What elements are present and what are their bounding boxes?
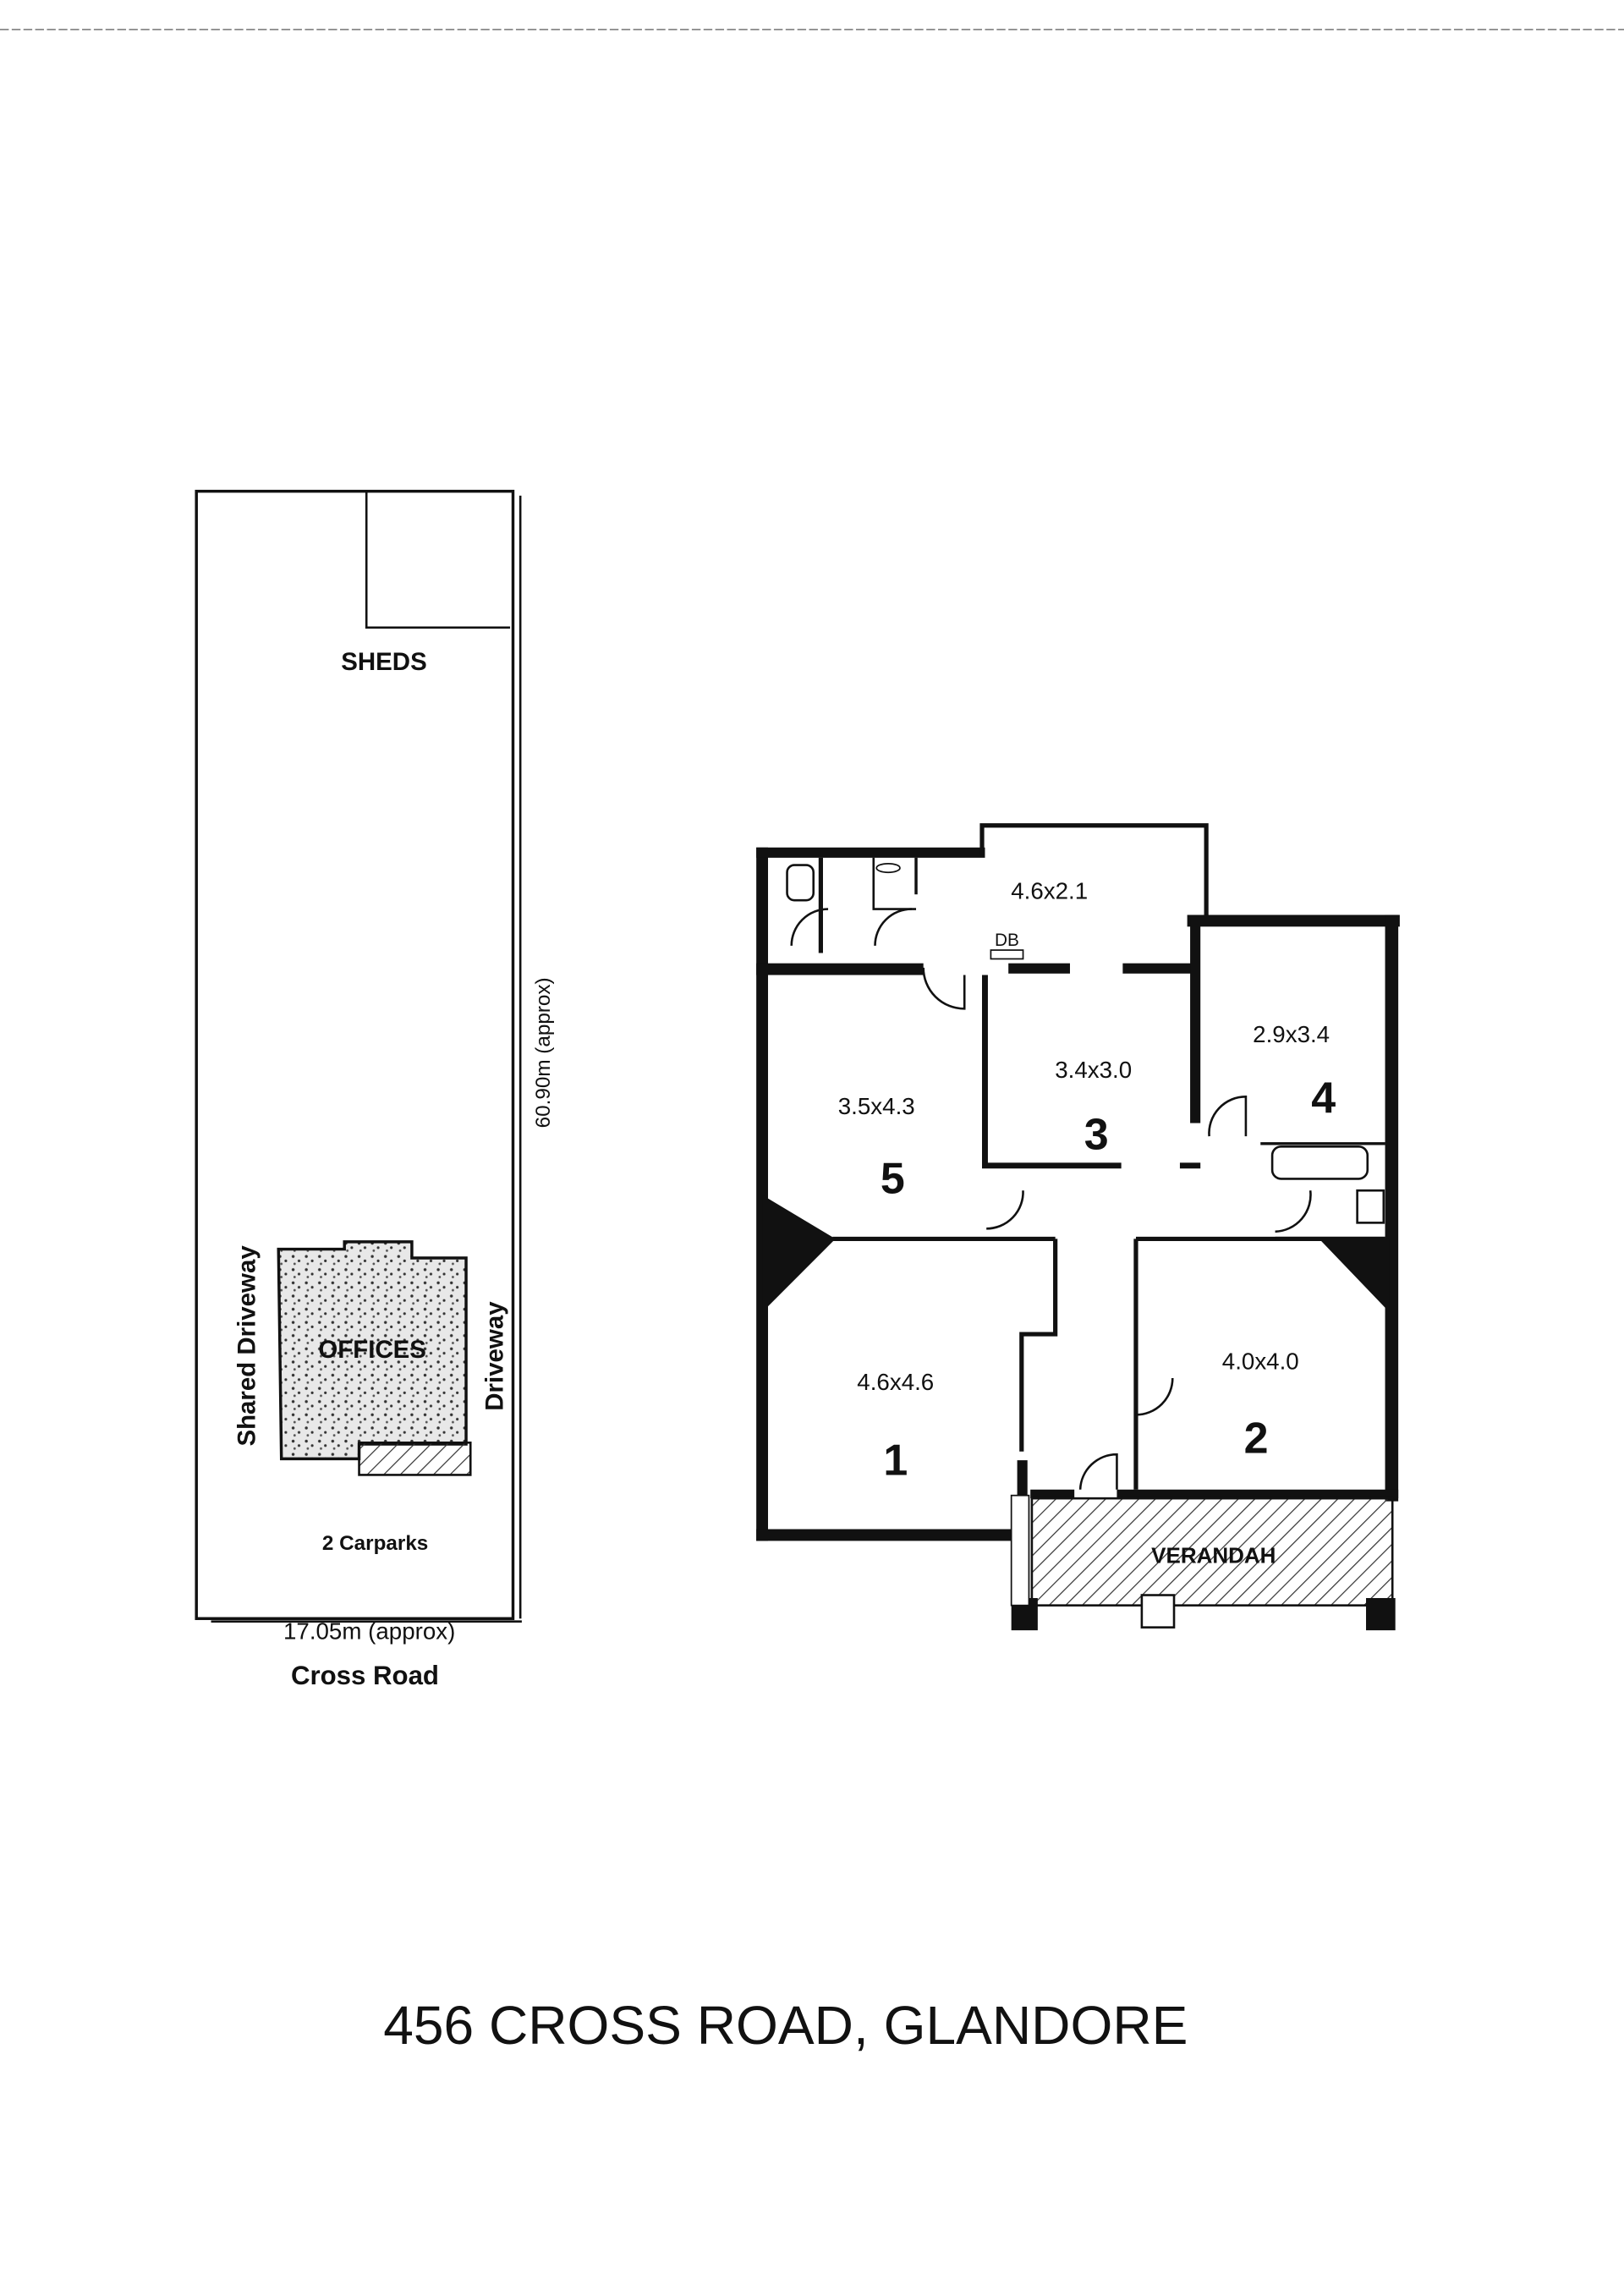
room-2-number: 2 — [1244, 1414, 1269, 1463]
carparks-label: 2 Carparks — [322, 1532, 428, 1555]
wall-south-room1 — [756, 1529, 1023, 1541]
fireplace — [1319, 1239, 1390, 1313]
wall-north-west — [756, 847, 985, 858]
property-address-title: 456 CROSS ROAD, GLANDORE — [383, 1995, 1188, 2056]
offices-verandah — [358, 1442, 472, 1476]
rear-room-size: 4.6x2.1 — [1011, 877, 1088, 904]
db-label: DB — [995, 931, 1019, 950]
wall-east — [1385, 915, 1399, 1502]
sheds-outline — [365, 491, 511, 629]
room-1-size: 4.6x4.6 — [857, 1369, 934, 1395]
shared-driveway-label: Shared Driveway — [233, 1245, 261, 1447]
room-4-size: 2.9x3.4 — [1253, 1021, 1330, 1047]
bathtub-icon — [1270, 1145, 1369, 1180]
room-3-size: 3.4x3.0 — [1055, 1057, 1132, 1083]
room-4-number: 4 — [1311, 1074, 1336, 1123]
offices-label: OFFICES — [318, 1336, 426, 1364]
wall-internal — [756, 963, 924, 975]
wall-west — [756, 847, 769, 1541]
fireplace — [762, 1195, 836, 1313]
verandah-label: VERANDAH — [1151, 1542, 1276, 1568]
door-swing — [922, 967, 966, 1010]
verandah — [1030, 1497, 1394, 1607]
basin-icon — [1356, 1189, 1385, 1224]
room-5-size: 3.5x4.3 — [838, 1093, 915, 1119]
driveway-label: Driveway — [480, 1301, 508, 1411]
room-3-number: 3 — [1084, 1111, 1109, 1160]
offices-building — [277, 1240, 468, 1461]
width-label: 17.05m (approx) — [283, 1618, 455, 1645]
room-2-size: 4.0x4.0 — [1222, 1348, 1299, 1375]
site-boundary — [195, 489, 515, 1620]
wall-rear-room — [979, 823, 1209, 921]
room-1-number: 1 — [883, 1436, 908, 1485]
depth-label: 60.90m (approx) — [532, 977, 555, 1128]
room-5-number: 5 — [881, 1155, 905, 1204]
verandah-step — [1140, 1594, 1176, 1629]
house-floor-plan: 4.6x2.1 DB 3.5x4.3 5 3.4x3.0 3 2.9x3.4 4… — [756, 823, 1400, 1631]
distribution-board — [990, 949, 1024, 960]
wall-north-east — [1187, 915, 1400, 927]
street-label: Cross Road — [291, 1661, 439, 1690]
basin-icon — [875, 862, 901, 874]
toilet-icon — [786, 864, 815, 902]
sheds-label: SHEDS — [341, 648, 426, 676]
site-plan: SHEDS OFFICES Shared Driveway Driveway 2… — [195, 489, 555, 1690]
verandah-post — [1366, 1597, 1396, 1631]
